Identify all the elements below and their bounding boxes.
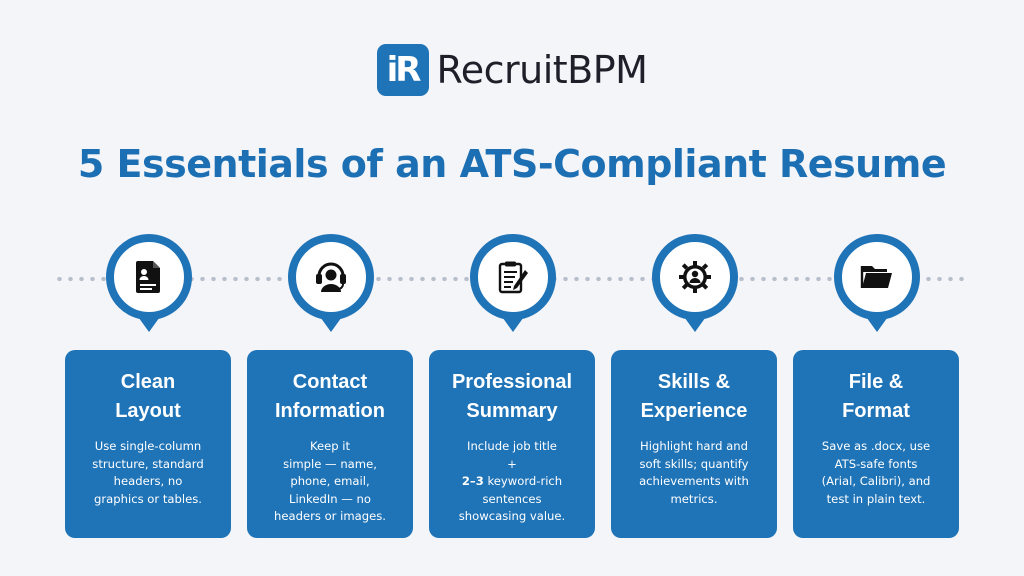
step-1-body: Use single-column structure, standard he… xyxy=(92,439,204,506)
step-4-pin xyxy=(652,234,738,344)
step-3-pin-tip xyxy=(500,314,526,332)
contact-headset-icon xyxy=(316,262,346,292)
brand-name: RecruitBPM xyxy=(436,48,648,92)
step-5-pin xyxy=(834,234,920,344)
step-1-icon-badge xyxy=(106,234,192,320)
step-2-pin xyxy=(288,234,374,344)
folder-icon xyxy=(860,266,892,288)
step-5-body: Save as .docx, use ATS-safe fonts (Arial… xyxy=(821,439,931,506)
step-1-card: Clean Layout Use single-column structure… xyxy=(65,350,231,538)
clipboard-pen-icon xyxy=(498,261,528,294)
step-3-card: Professional Summary Include job title +… xyxy=(429,350,595,538)
step-5-icon-badge xyxy=(834,234,920,320)
step-2-body: Keep it simple — name, phone, email, Lin… xyxy=(274,439,386,523)
person-gear-icon xyxy=(679,261,711,293)
step-3-body: Include job title + 2–3 keyword-rich sen… xyxy=(439,438,585,526)
step-2-card: Contact Information Keep it simple — nam… xyxy=(247,350,413,538)
step-5-card: File & Format Save as .docx, use ATS-saf… xyxy=(793,350,959,538)
step-3-icon-badge xyxy=(470,234,556,320)
page-title: 5 Essentials of an ATS-Compliant Resume xyxy=(77,142,947,186)
brand-logo: iR RecruitBPM xyxy=(0,44,1024,96)
step-1-pin xyxy=(106,234,192,344)
step-3-body-intro: Include job title + xyxy=(467,439,557,471)
step-2-title: Contact Information xyxy=(275,371,385,422)
brand-mark: iR xyxy=(376,44,429,96)
step-4-card: Skills & Experience Highlight hard and s… xyxy=(611,350,777,538)
step-2-pin-tip xyxy=(318,314,344,332)
resume-document-icon xyxy=(136,261,160,293)
step-2-icon-badge xyxy=(288,234,374,320)
step-4-title: Skills & Experience xyxy=(640,371,748,422)
step-4-icon-badge xyxy=(652,234,738,320)
step-3-pin xyxy=(470,234,556,344)
step-3-body-rest: keyword-rich sentences showcasing value. xyxy=(458,474,566,523)
step-3-title: Professional Summary xyxy=(451,371,573,422)
step-4-pin-tip xyxy=(682,314,708,332)
step-1-title: Clean Layout xyxy=(115,371,181,422)
step-5-pin-tip xyxy=(864,314,890,332)
step-3-body-count: 2–3 xyxy=(461,474,484,488)
step-4-body: Highlight hard and soft skills; quantify… xyxy=(639,439,749,506)
step-5-title: File & Format xyxy=(842,371,910,422)
step-1-pin-tip xyxy=(136,314,162,332)
